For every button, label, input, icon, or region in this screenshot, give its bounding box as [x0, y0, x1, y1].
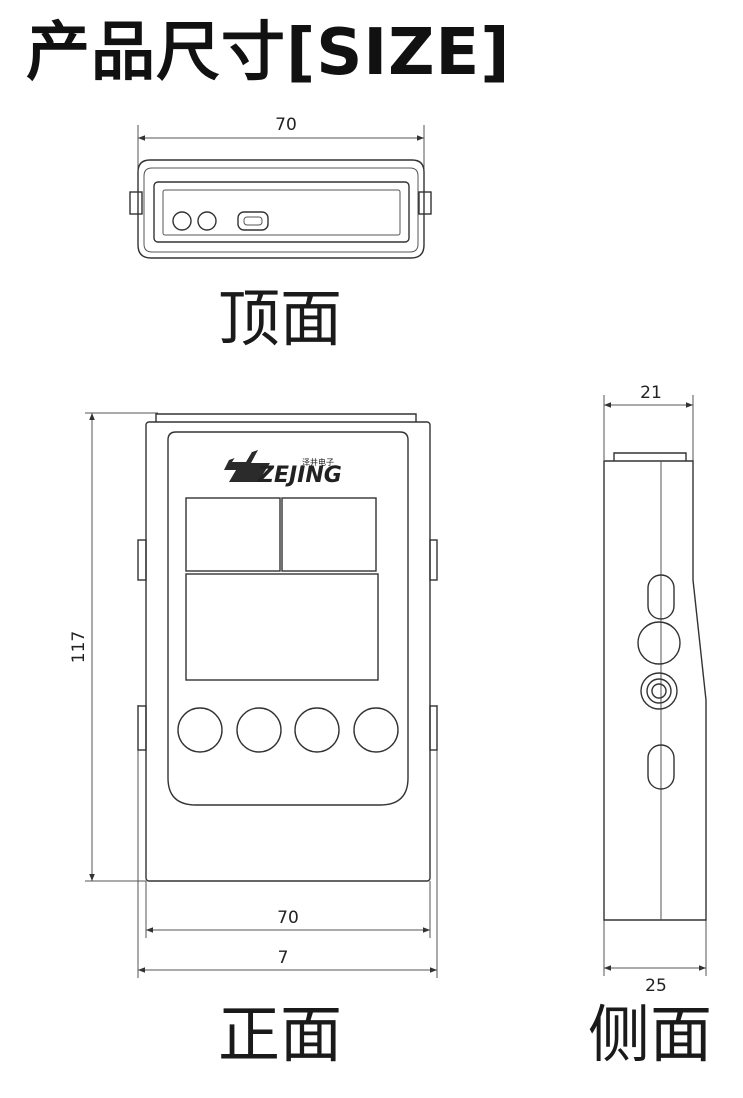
brand-logo: ZEJING 泽井电子 [224, 450, 342, 488]
front-body-outline [145, 421, 431, 882]
top-panel-inner [162, 189, 401, 236]
top-body-outline [137, 159, 425, 259]
top-width-dim: 70 [275, 115, 297, 135]
top-port-2 [197, 211, 217, 231]
side-jack-inner [651, 683, 667, 699]
side-bottom-dim: 25 [645, 976, 667, 996]
front-view: 117 70 7 ZEJING 泽井电子 [69, 412, 438, 978]
top-panel [153, 181, 410, 243]
front-clip-right-lower [429, 705, 438, 751]
top-view: 70 [129, 115, 432, 259]
front-button-2 [236, 707, 282, 753]
front-button-1 [177, 707, 223, 753]
logo-subtitle: 泽井电子 [302, 457, 334, 467]
side-view-label: 侧面 [588, 998, 713, 1071]
side-top-cap [613, 452, 687, 461]
front-button-3 [294, 707, 340, 753]
top-view-label: 顶面 [218, 282, 343, 355]
front-top-strip [155, 413, 417, 422]
top-switch-inner [243, 216, 263, 226]
front-clip-left-upper [137, 539, 147, 581]
top-clip-left [129, 191, 143, 215]
side-switch-upper [647, 574, 675, 620]
page-title: 产品尺寸[SIZE] [26, 16, 511, 90]
front-clip-right-upper [429, 539, 438, 581]
side-jack-outer [640, 672, 678, 710]
logo-brand: ZEJING [257, 463, 342, 488]
top-port-1 [172, 211, 192, 231]
front-inner-width-dim: 70 [277, 908, 299, 928]
display-window-main [185, 573, 379, 681]
side-view: 21 25 [603, 383, 707, 996]
front-outer-width-dim: 7 [278, 948, 289, 968]
front-button-4 [353, 707, 399, 753]
top-body-inner [143, 167, 419, 253]
front-height-dim: 117 [69, 631, 89, 663]
side-top-dim: 21 [640, 383, 662, 403]
side-jack-mid [646, 678, 672, 704]
display-window-left [185, 497, 281, 572]
display-window-right [281, 497, 377, 572]
front-view-label: 正面 [218, 998, 343, 1071]
side-body-outline [603, 460, 707, 921]
top-switch [237, 211, 269, 231]
front-clip-left-lower [137, 705, 147, 751]
top-clip-right [418, 191, 432, 215]
side-knob [637, 621, 681, 665]
side-switch-lower [647, 744, 675, 790]
front-face-panel [167, 431, 409, 806]
